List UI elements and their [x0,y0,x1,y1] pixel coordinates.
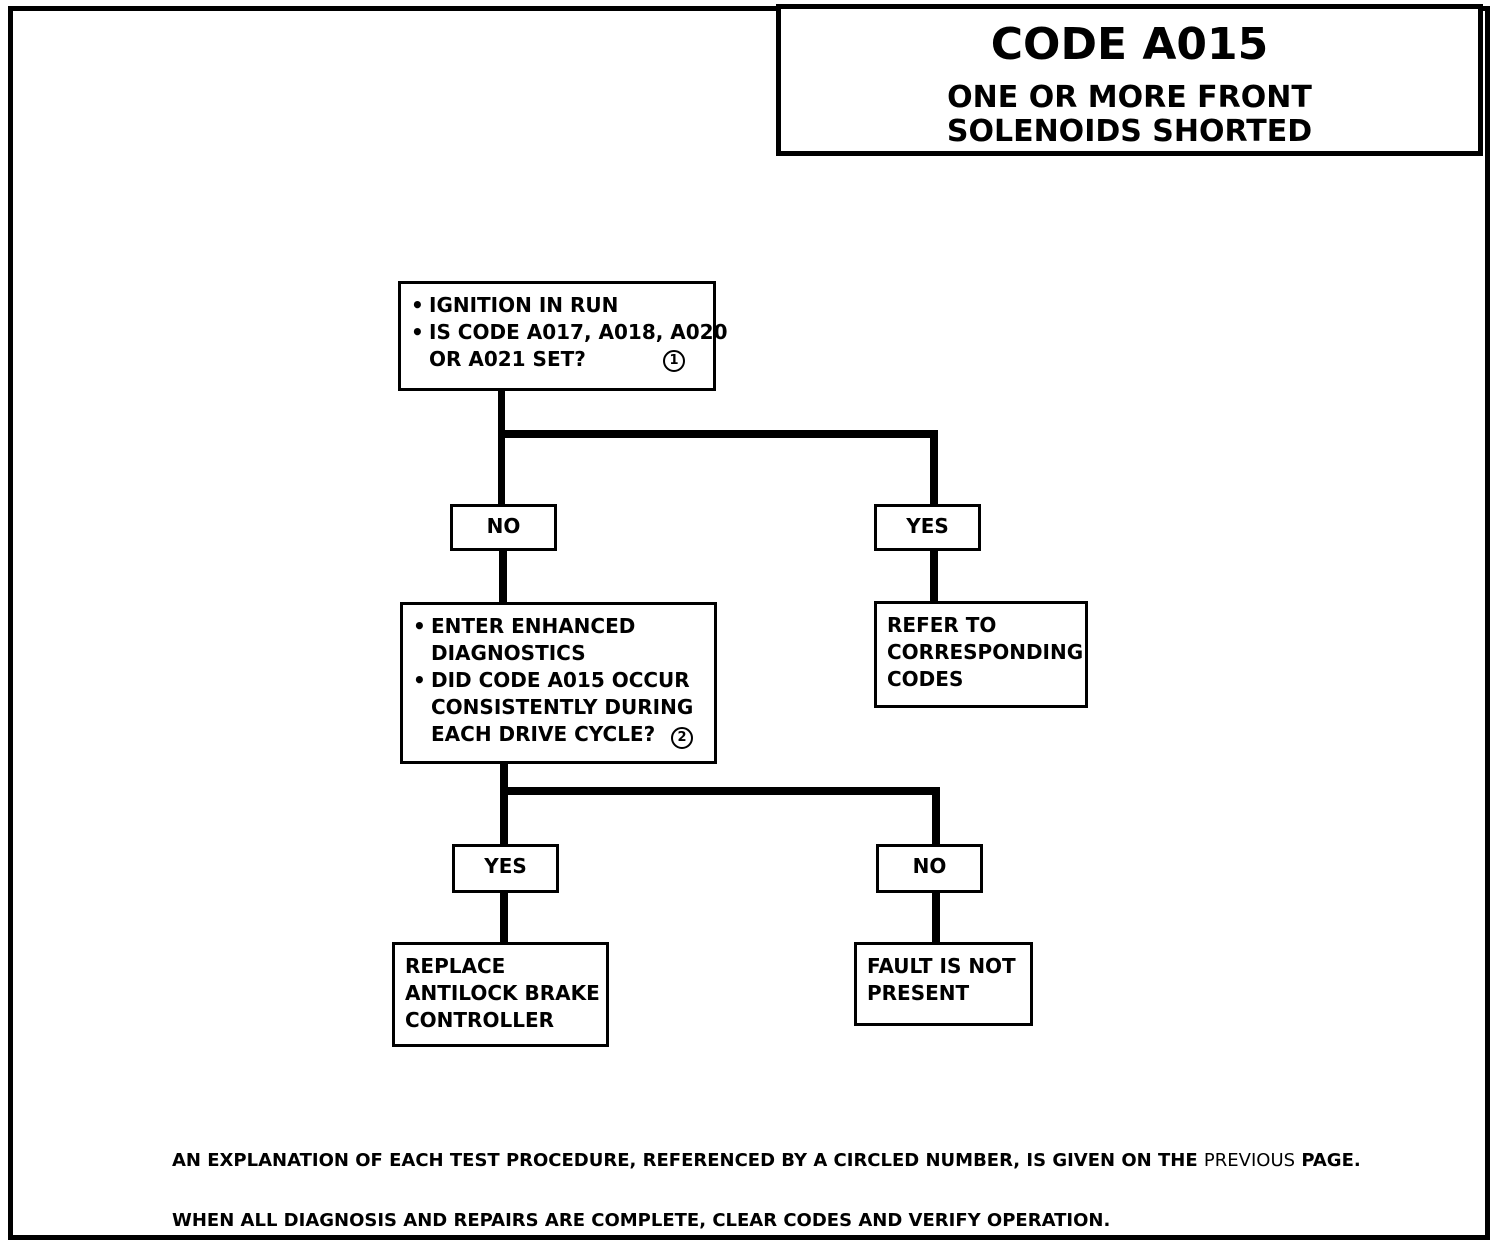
bullet-icon: • [413,668,426,692]
bullet-icon: • [411,293,424,317]
branch2-yes-label: YES [452,844,559,893]
refer-box: REFER TO CORRESPONDING CODES [874,601,1088,708]
replace-line3: CONTROLLER [405,1008,555,1032]
branch1-yes-label: YES [874,504,981,551]
title-box: CODE A015 ONE OR MORE FRONT SOLENOIDS SH… [776,4,1483,156]
step2-bullet2-cont1: CONSISTENTLY DURING [413,694,704,721]
connector-branch2-horizontal [500,787,940,795]
step1-bullet2: • IS CODE A017, A018, A020 [411,319,728,346]
fault-line1: FAULT IS NOT [867,954,1016,978]
refer-line2: CORRESPONDING [887,640,1084,664]
step2-bullet2-cont2: EACH DRIVE CYCLE? [413,721,704,748]
connector-step2-down [500,761,508,847]
connector-no1-to-step2 [499,548,507,604]
circled-reference-2: 2 [671,727,693,749]
footer-note-explanation: AN EXPLANATION OF EACH TEST PROCEDURE, R… [172,1150,1361,1172]
connector-branch1-horizontal [498,430,938,438]
step2-bullet2: • DID CODE A015 OCCUR [413,667,704,694]
step1-bullet1: • IGNITION IN RUN [411,292,703,319]
connector-branch2-right-down [932,787,940,847]
refer-line1: REFER TO [887,613,997,637]
connector-step1-down [498,388,505,508]
connector-branch1-right-down [930,430,938,506]
step2-box: • ENTER ENHANCED DIAGNOSTICS • DID CODE … [400,602,717,764]
step1-bullet1-text: IGNITION IN RUN [429,293,619,317]
bullet-icon: • [411,320,424,344]
code-description-line1: ONE OR MORE FRONT [947,80,1312,115]
fault-box: FAULT IS NOT PRESENT [854,942,1033,1026]
step2-bullet2-line3: EACH DRIVE CYCLE? [431,722,656,746]
footer-note1-part1: AN EXPLANATION OF EACH TEST PROCEDURE, R… [172,1150,1198,1171]
footer-note1-part2: PREVIOUS [1203,1150,1296,1171]
code-description: ONE OR MORE FRONT SOLENOIDS SHORTED [781,81,1478,149]
step1-bullet2-line1: IS CODE A017, A018, A020 [429,320,728,344]
step2-bullet2-line1: DID CODE A015 OCCUR [431,668,690,692]
code-description-line2: SOLENOIDS SHORTED [946,114,1313,149]
connector-yes1-to-refer [930,548,938,604]
step2-bullet1-cont: DIAGNOSTICS [413,640,704,667]
step1-bullet2-cont: OR A021 SET? [411,346,703,373]
fault-line2: PRESENT [867,981,970,1005]
connector-no2-to-fault [932,890,940,946]
code-title: CODE A015 [990,19,1269,70]
step1-bullet2-line2: OR A021 SET? [429,347,586,371]
circled-reference-1: 1 [663,350,685,372]
refer-line3: CODES [887,667,964,691]
step1-box: • IGNITION IN RUN • IS CODE A017, A018, … [398,281,728,391]
step2-bullet2-line2: CONSISTENTLY DURING [431,695,694,719]
replace-box: REPLACE ANTILOCK BRAKE CONTROLLER [392,942,609,1047]
replace-line1: REPLACE [405,954,506,978]
replace-line2: ANTILOCK BRAKE [405,981,600,1005]
bullet-icon: • [413,614,426,638]
step2-bullet1-line1: ENTER ENHANCED [431,614,636,638]
diagram-frame [8,6,1490,1240]
step2-bullet1-line2: DIAGNOSTICS [431,641,586,665]
footer-note1-part3: PAGE. [1301,1150,1361,1171]
branch1-no-label: NO [450,504,557,551]
footer-note-complete: WHEN ALL DIAGNOSIS AND REPAIRS ARE COMPL… [172,1210,1111,1231]
step2-bullet1: • ENTER ENHANCED [413,613,704,640]
connector-yes2-to-replace [500,890,508,946]
branch2-no-label: NO [876,844,983,893]
